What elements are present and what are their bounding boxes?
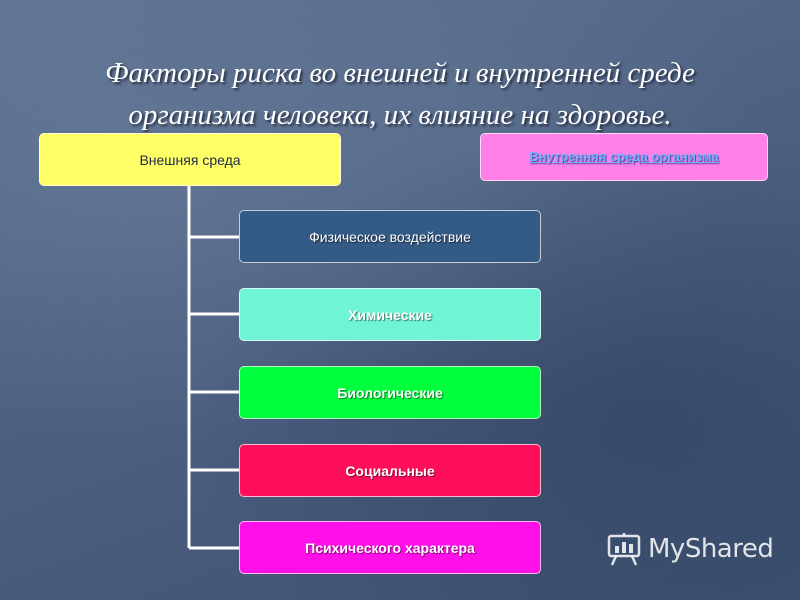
factor-label-chemical: Химические xyxy=(348,306,432,323)
outer-environment-box: Внешняя среда xyxy=(39,133,341,186)
factor-box-physical: Физическое воздействие xyxy=(239,210,541,263)
factor-label-physical: Физическое воздействие xyxy=(309,228,471,245)
presentation-board-icon xyxy=(607,533,641,566)
factor-label-social: Социальные xyxy=(345,462,435,479)
myshared-watermark: MyShared xyxy=(606,532,774,566)
outer-environment-label: Внешняя среда xyxy=(139,152,241,168)
factor-box-psychic: Психического характера xyxy=(239,521,541,574)
slide-title-line-1: Факторы риска во внешней и внутренней ср… xyxy=(105,57,695,89)
factor-box-biological: Биологические xyxy=(239,366,541,419)
slide-title: Факторы риска во внешней и внутренней ср… xyxy=(40,52,760,136)
watermark-text: MyShared xyxy=(648,534,774,564)
slide-title-line-2: организма человека, их влияние на здоров… xyxy=(128,99,672,131)
factor-box-social: Социальные xyxy=(239,444,541,497)
factor-label-psychic: Психического характера xyxy=(305,539,475,556)
inner-environment-link[interactable]: Внутренняя среда организма xyxy=(480,133,768,181)
inner-environment-label[interactable]: Внутренняя среда организма xyxy=(529,149,719,164)
factor-box-chemical: Химические xyxy=(239,288,541,341)
factor-label-biological: Биологические xyxy=(337,384,443,401)
